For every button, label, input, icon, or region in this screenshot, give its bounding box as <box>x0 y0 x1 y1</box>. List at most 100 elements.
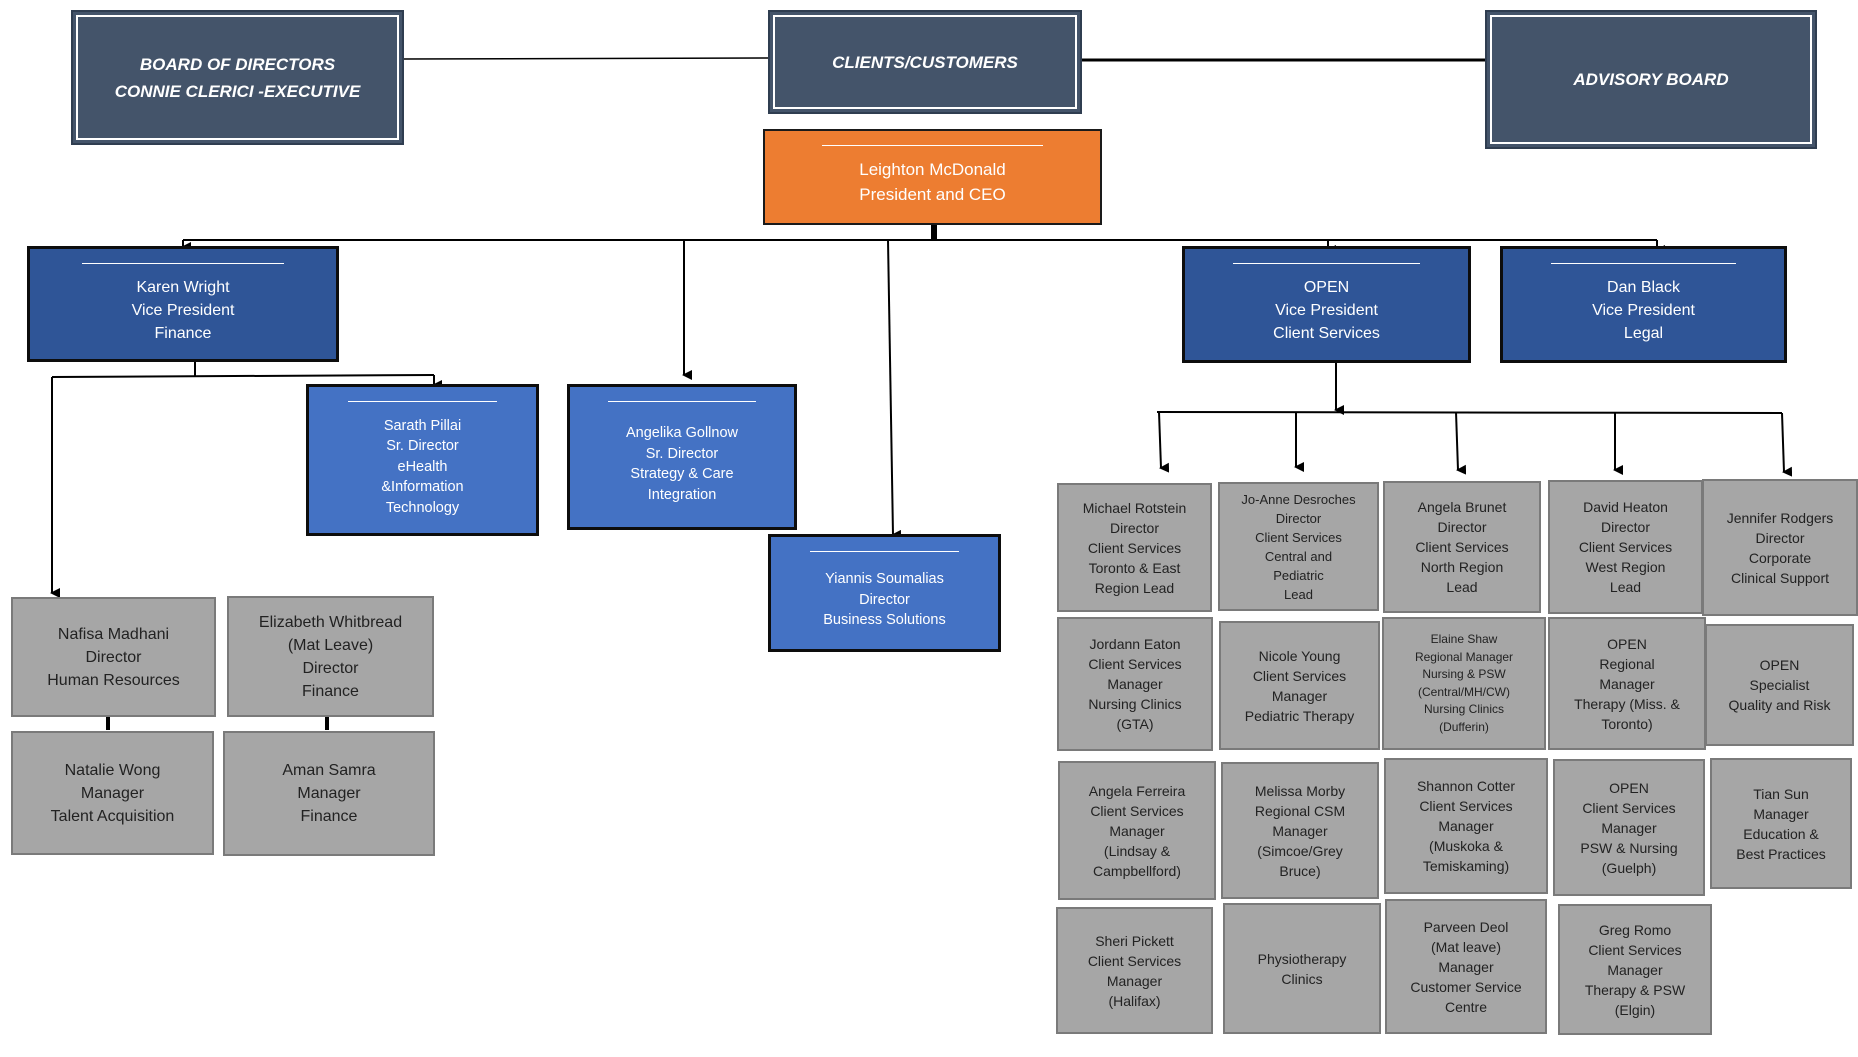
person-detail: Therapy & PSW <box>1584 981 1686 998</box>
person-detail: (Guelph) <box>1601 859 1657 876</box>
person-detail: Manager <box>1438 958 1494 975</box>
person-detail: (Lindsay & <box>1103 842 1171 859</box>
person-dept: eHealth <box>397 458 448 475</box>
vp-legal-title: Vice President <box>1592 302 1695 319</box>
person-dept: Human Resources <box>47 671 180 689</box>
title-rule <box>821 145 1044 146</box>
person-name: OPEN <box>1607 635 1647 652</box>
title-rule <box>347 401 498 402</box>
person-detail: Director <box>1755 529 1805 546</box>
person-title: Director <box>302 659 359 677</box>
title-rule <box>82 263 284 264</box>
person-name: Physiotherapy <box>1257 950 1347 967</box>
sr-director-ehealth-box: Sarath Pillai Sr. Director eHealth &Info… <box>306 384 539 536</box>
person-dept: Finance <box>300 808 358 825</box>
board-of-directors-box: BOARD OF DIRECTORS CONNIE CLERICI -EXECU… <box>71 10 404 145</box>
person-detail: Nursing Clinics <box>1423 702 1505 716</box>
person-detail: North Region <box>1420 559 1504 575</box>
person-name: Greg Romo <box>1598 921 1672 938</box>
person-name: Yiannis Soumalias <box>825 571 944 588</box>
person-name: OPEN <box>1759 657 1800 673</box>
title-rule <box>608 401 756 402</box>
person-detail: Client Services <box>1087 539 1182 556</box>
person-name: Jo-Anne Desroches <box>1241 491 1356 507</box>
person-title: Sr. Director <box>645 445 719 462</box>
person-name: Natalie Wong <box>64 761 161 779</box>
person-detail: Lead <box>1284 586 1313 602</box>
person-detail: Client Services <box>1419 798 1513 814</box>
board-executive: CONNIE CLERICI -EXECUTIVE <box>114 81 361 101</box>
director-finance-box: Elizabeth Whitbread (Mat Leave) Director… <box>227 596 434 717</box>
person-dept: Business Solutions <box>823 612 946 629</box>
person-name: David Heaton <box>1583 499 1668 515</box>
person-name: Aman Samra <box>282 762 376 779</box>
person-detail: Regional <box>1599 655 1655 672</box>
vp-legal-box: Dan Black Vice President Legal <box>1500 246 1787 363</box>
director-business-solutions-box: Yiannis Soumalias Director Business Solu… <box>768 534 1001 652</box>
person-detail: Manager <box>1438 818 1494 834</box>
person-name: Tian Sun <box>1753 785 1809 802</box>
person-name: Parveen Deol <box>1423 918 1509 935</box>
advisory-board-box: ADVISORY BOARD <box>1485 10 1817 149</box>
person-title: Manager <box>297 785 361 802</box>
ceo-title: President and CEO <box>859 185 1006 204</box>
person-detail: (GTA) <box>1116 716 1154 732</box>
person-detail: Customer Service <box>1410 978 1522 995</box>
person-detail: (Muskoka & <box>1429 838 1503 854</box>
person-dept: Talent Acquisition <box>50 807 175 825</box>
person-detail: Director <box>1275 510 1322 526</box>
ceo-name: Leighton McDonald <box>859 160 1006 179</box>
person-detail: Director <box>1109 519 1159 536</box>
person-detail: Quality and Risk <box>1728 697 1831 713</box>
person-detail: Specialist <box>1749 677 1810 693</box>
person-detail: Lead <box>1609 579 1642 595</box>
person-detail: (Mat leave) <box>1430 938 1502 955</box>
person-name: Sheri Pickett <box>1095 932 1174 949</box>
person-name: Michael Rotstein <box>1082 499 1187 516</box>
sr-director-strategy-box: Angelika Gollnow Sr. Director Strategy &… <box>567 384 797 530</box>
person-detail: Regional CSM <box>1254 802 1346 819</box>
title-rule <box>1550 263 1737 264</box>
person-detail: Best Practices <box>1736 845 1826 862</box>
person-detail: (Halifax) <box>1108 992 1161 1009</box>
person-name: Elizabeth Whitbread <box>258 613 403 631</box>
person-name: Elaine Shaw <box>1430 632 1498 646</box>
person-detail: Bruce) <box>1279 862 1321 879</box>
person-detail: (Dufferin) <box>1439 719 1489 734</box>
person-detail: Manager <box>1106 972 1163 989</box>
person-dept: Technology <box>385 499 460 516</box>
person-detail: Client Services <box>1588 941 1682 958</box>
person-detail: PSW & Nursing <box>1580 839 1678 856</box>
title-rule <box>809 551 960 552</box>
person-detail: Manager <box>1271 687 1328 704</box>
person-detail: Client Services <box>1415 539 1509 555</box>
person-detail: Nursing & PSW <box>1422 667 1506 681</box>
person-name: Melissa Morby <box>1254 782 1346 799</box>
clients-title: CLIENTS/CUSTOMERS <box>832 52 1018 72</box>
clients-customers-box: CLIENTS/CUSTOMERS <box>768 10 1082 114</box>
vp-finance-dept: Finance <box>154 324 212 342</box>
person-title: Sr. Director <box>386 438 459 455</box>
person-detail: Nursing Clinics <box>1088 696 1182 712</box>
person-name: Angelika Gollnow <box>625 425 739 441</box>
person-detail: Temiskaming) <box>1422 858 1510 874</box>
person-detail: (Simcoe/Grey <box>1257 842 1343 859</box>
vp-legal-name: Dan Black <box>1607 279 1680 296</box>
vp-cs-name: OPEN <box>1303 279 1350 296</box>
person-detail: Pediatric Therapy <box>1244 707 1355 724</box>
person-detail: Client Services <box>1578 539 1673 555</box>
person-detail: (Elgin) <box>1614 1001 1656 1018</box>
ceo-box: Leighton McDonald President and CEO <box>763 129 1102 225</box>
